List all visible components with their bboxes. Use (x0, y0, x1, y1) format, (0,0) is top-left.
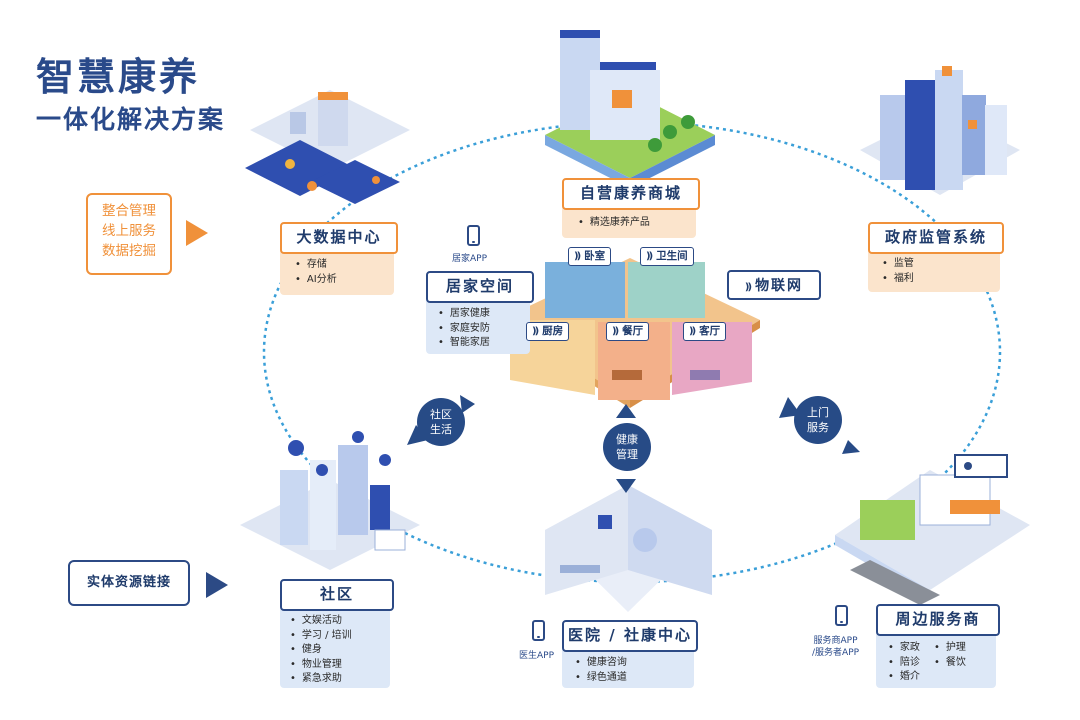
hospital-illustration (545, 485, 712, 612)
navy-arrow-icon (206, 572, 228, 598)
community-list: 文娱活动 学习 / 培训 健身 物业管理 紧急求助 (290, 614, 352, 687)
mall-list: 精选康养产品 (578, 216, 650, 231)
community-illustration (240, 431, 420, 570)
data-center-illustration (245, 90, 410, 204)
community-life-circle: 社区生活 (417, 398, 465, 446)
room-tag-bathroom: ))卫生间 (640, 247, 694, 266)
home-list: 居家健康 家庭安防 智能家居 (438, 307, 490, 351)
mall-illustration (545, 30, 715, 188)
list-item: 健康咨询 (575, 656, 627, 671)
management-item: 整合管理 (102, 203, 156, 219)
home-title: 居家空间 (426, 271, 534, 303)
vendor-title: 周边服务商 (876, 604, 1000, 636)
arrow-health-down (616, 479, 636, 493)
list-item: 陪诊 (888, 656, 938, 671)
management-box: 整合管理 线上服务 数据挖掘 (86, 193, 172, 275)
hospital-title: 医院 / 社康中心 (562, 620, 698, 652)
orange-arrow-icon (186, 220, 208, 246)
list-item: 智能家居 (438, 336, 490, 351)
vendor-store-illustration (835, 454, 1030, 605)
list-item: 紧急求助 (290, 672, 352, 687)
iot-badge: ))物联网 (727, 270, 821, 300)
management-item: 线上服务 (102, 223, 156, 239)
community-title: 社区 (280, 579, 394, 611)
service-ring (262, 120, 1002, 584)
phone-icon (467, 225, 480, 246)
page-title: 智慧康养 (36, 55, 201, 99)
list-item: 居家健康 (438, 307, 490, 322)
room-tag-dining: ))餐厅 (606, 322, 650, 341)
arrow-home-left (460, 395, 475, 413)
arrow-community-life (407, 425, 428, 445)
list-item: 学习 / 培训 (290, 629, 352, 644)
list-item: 婚介 (888, 670, 938, 685)
phone-icon (835, 605, 848, 626)
hospital-list: 健康咨询 绿色通道 (575, 656, 627, 685)
arrow-vendor-down (842, 440, 860, 454)
list-item: AI分析 (295, 273, 337, 288)
home-app-label: 居家APP (452, 254, 488, 264)
big-data-title: 大数据中心 (280, 222, 398, 254)
list-item: 物业管理 (290, 658, 352, 673)
room-tag-bedroom: ))卧室 (568, 247, 612, 266)
physical-resource-box: 实体资源链接 (68, 560, 190, 606)
arrow-health-up (616, 404, 636, 418)
list-item: 餐饮 (934, 656, 984, 671)
phone-icon (532, 620, 545, 641)
list-item: 文娱活动 (290, 614, 352, 629)
list-item: 家庭安防 (438, 322, 490, 337)
list-item: 存储 (295, 258, 337, 273)
vendor-list-left: 家政 陪诊 婚介 (888, 641, 938, 685)
doctor-app-label: 医生APP (519, 651, 555, 661)
home-service-circle: 上门服务 (794, 396, 842, 444)
room-tag-kitchen: ))厨房 (526, 322, 570, 341)
room-tag-living: ))客厅 (683, 322, 727, 341)
big-data-list: 存储 AI分析 (295, 258, 337, 287)
management-item: 数据挖掘 (102, 243, 156, 259)
list-item: 健身 (290, 643, 352, 658)
vendor-list-right: 护理 餐饮 (934, 641, 984, 670)
government-title: 政府监管系统 (868, 222, 1004, 254)
page-subtitle: 一体化解决方案 (36, 105, 226, 134)
mall-title: 自营康养商城 (562, 178, 700, 210)
vendor-app-label: 服务商APP /服务者APP (812, 636, 860, 658)
list-item: 精选康养产品 (578, 216, 650, 231)
list-item: 家政 (888, 641, 938, 656)
government-city-illustration (860, 66, 1020, 195)
list-item: 绿色通道 (575, 671, 627, 686)
government-list: 监管 福利 (882, 257, 914, 286)
list-item: 护理 (934, 641, 984, 656)
list-item: 监管 (882, 257, 914, 272)
list-item: 福利 (882, 272, 914, 287)
health-management-circle: 健康管理 (603, 423, 651, 471)
